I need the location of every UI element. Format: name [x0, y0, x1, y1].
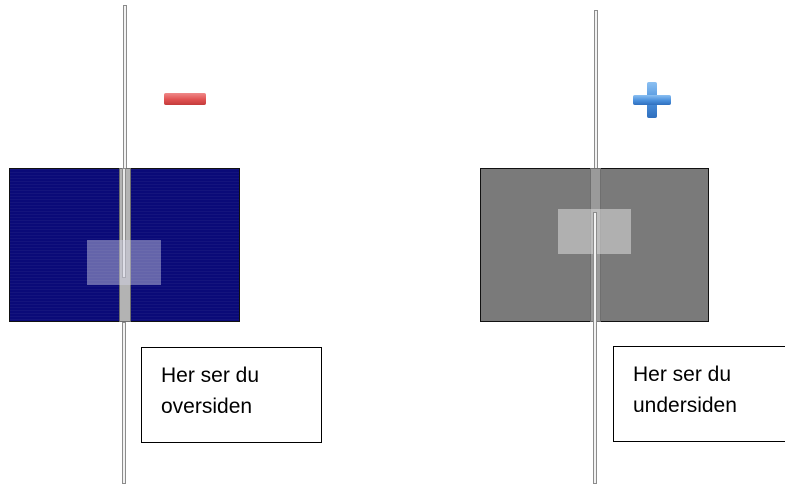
top-wire [594, 10, 598, 170]
back-label-line-2: undersiden [633, 394, 737, 417]
front-side-label: Her ser du oversiden [141, 347, 322, 443]
back-side-label: Her ser du undersiden [613, 346, 785, 442]
back-side-diagram: Her ser du undersiden [400, 0, 785, 484]
contact-pad [87, 240, 161, 285]
back-label-line-1: Her ser du [633, 363, 732, 386]
front-label-line-2: oversiden [161, 395, 253, 418]
wire-under-cell [593, 212, 597, 484]
front-label-line-1: Her ser du [161, 364, 260, 387]
bottom-wire [122, 322, 126, 484]
front-side-diagram: Her ser du oversiden [9, 5, 322, 484]
plus-icon [633, 82, 671, 120]
top-wire [123, 5, 127, 173]
minus-icon [164, 93, 206, 105]
wire-over-cell [122, 168, 126, 278]
